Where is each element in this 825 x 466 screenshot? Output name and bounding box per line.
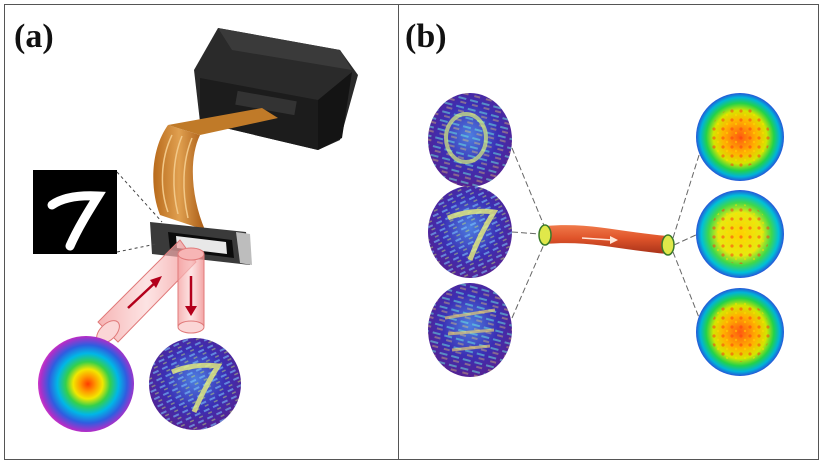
reflected-beam [177,247,205,334]
figure-frame [4,4,819,460]
input-speckle-1 [428,93,512,187]
digit-image [33,170,117,254]
panel-divider [398,4,399,460]
fiber-output-face [661,234,675,256]
leader-in-3 [511,241,546,319]
gaussian-input-spot [38,336,134,432]
propagation-arrow [581,237,613,241]
leader-out-1 [672,151,701,239]
digit-leader-top [116,171,163,223]
multimode-fiber [538,224,675,256]
leader-out-3 [672,251,701,321]
incident-arrow [127,279,159,309]
output-pattern-2 [696,190,784,278]
output-pattern-3 [696,288,784,376]
digit-leader-bottom [116,243,157,253]
speckle-output-a [149,338,241,430]
panel-a-label: (a) [14,18,54,55]
output-pattern-1 [696,93,784,181]
panel-b-label: (b) [405,18,447,55]
fiber-input-face [538,224,552,246]
input-speckle-2 [428,186,512,278]
leader-in-1 [511,147,546,229]
input-speckle-3 [428,283,512,377]
leader-in-2 [511,231,541,235]
ribbon-cable [153,108,278,230]
incident-beam [96,239,197,344]
slm-controller-box [194,28,358,150]
leader-out-2 [673,233,699,246]
